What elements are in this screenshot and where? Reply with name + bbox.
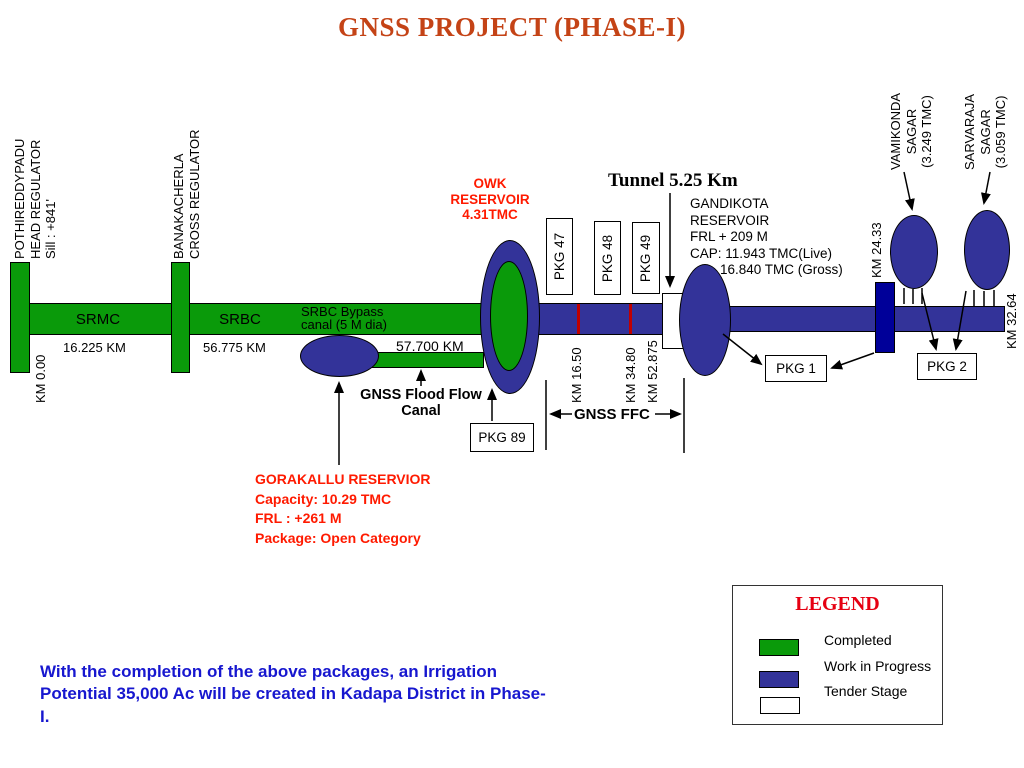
gandikota-reservoir-ellipse [679,264,731,376]
pkg2-box: PKG 2 [917,353,977,380]
legend-swatch-tender-stage [760,697,800,714]
pkg89-label: PKG 89 [478,430,526,445]
pkg47-label: PKG 47 [552,232,567,281]
flood-flow-canal-label: GNSS Flood Flow Canal [360,387,482,419]
bypass-canal-label: SRBC Bypass canal (5 M dia) [301,304,387,332]
sarvaraja-sagar-label: SARVARAJA SAGAR (3.059 TMC) [962,93,1008,170]
pkg1-box: PKG 1 [765,355,827,382]
sarvaraja-sagar-ellipse [964,210,1010,290]
legend-title: LEGEND [795,593,880,615]
gorakallu-reservoir-ellipse [300,335,379,377]
legend-swatch-work-in-progress [759,671,799,688]
pkg1-label: PKG 1 [776,361,816,376]
pothireddypadu-regulator-label: POTHIREDDYPADU HEAD REGULATOR Sill : +84… [12,138,58,259]
pkg89-box: PKG 89 [470,423,534,452]
right-canal-bar [683,306,1005,332]
srbc-label: SRBC [219,311,261,328]
legend-label-tender-stage: Tender Stage [824,683,908,699]
km-52-875-marker: KM 52.875 [645,340,660,403]
banakacherla-regulator-bar [171,262,190,373]
gandikota-reservoir-label: GANDIKOTA RESERVOIR FRL + 209 M CAP: 11.… [690,196,843,277]
vamikonda-sagar-label: VAMIKONDA SAGAR (3.249 TMC) [888,92,934,170]
vamikonda-sagar-ellipse [890,215,938,289]
tunnel-label: Tunnel 5.25 Km [608,170,738,191]
sarvaraja-label-arrow [980,171,991,205]
km-24-33-bar [875,282,895,353]
legend-swatch-completed [759,639,799,656]
km-0-00-marker: KM 0.00 [33,354,48,403]
pkg49-box: PKG 49 [632,222,660,294]
pkg49-label: PKG 49 [638,234,654,282]
pkg47-box: PKG 47 [546,218,573,295]
banakacherla-regulator-label: BANAKACHERLA CROSS REGULATOR [171,129,202,259]
srmc-label: SRMC [75,311,121,328]
srmc-srbc-canal-bar [20,303,506,335]
km-32-64-marker: KM 32.64 [1004,293,1019,349]
km-16-50-marker: KM 16.50 [569,347,584,403]
legend-label-completed: Completed [824,632,892,648]
owk-reservoir-label: OWK RESERVOIR 4.31TMC [450,176,530,222]
owk-reservoir-inner-ellipse [490,261,528,371]
flood-flow-canal-strip [370,352,484,368]
vamikonda-label-arrow [903,171,915,211]
legend-label-work-in-progress: Work in Progress [824,658,932,674]
km-34-80-marker: KM 34.80 [623,347,638,403]
bypass-length-label: 57.700 KM [396,338,464,354]
legend: LEGEND Completed Work in Progress Tender… [732,585,943,725]
gnss-ffc-span-label: GNSS FFC [574,406,650,423]
pkg2-label: PKG 2 [927,359,967,374]
pkg1-arrow-from-km2433-bar [830,352,875,370]
irrigation-potential-note: With the completion of the above package… [40,662,546,726]
km-16-50-tick [577,304,580,334]
srbc-length-label: 56.775 KM [203,340,266,355]
pothireddypadu-regulator-bar [10,262,30,373]
km-24-33-marker: KM 24.33 [869,222,884,278]
page-title: GNSS PROJECT (PHASE-I) [337,12,687,42]
pkg48-label: PKG 48 [600,234,615,282]
pkg48-box: PKG 48 [594,221,621,295]
km-34-80-tick [629,304,632,334]
srmc-length-label: 16.225 KM [63,340,126,355]
gorakallu-reservoir-label: GORAKALLU RESERVIOR Capacity: 10.29 TMC … [255,471,431,546]
